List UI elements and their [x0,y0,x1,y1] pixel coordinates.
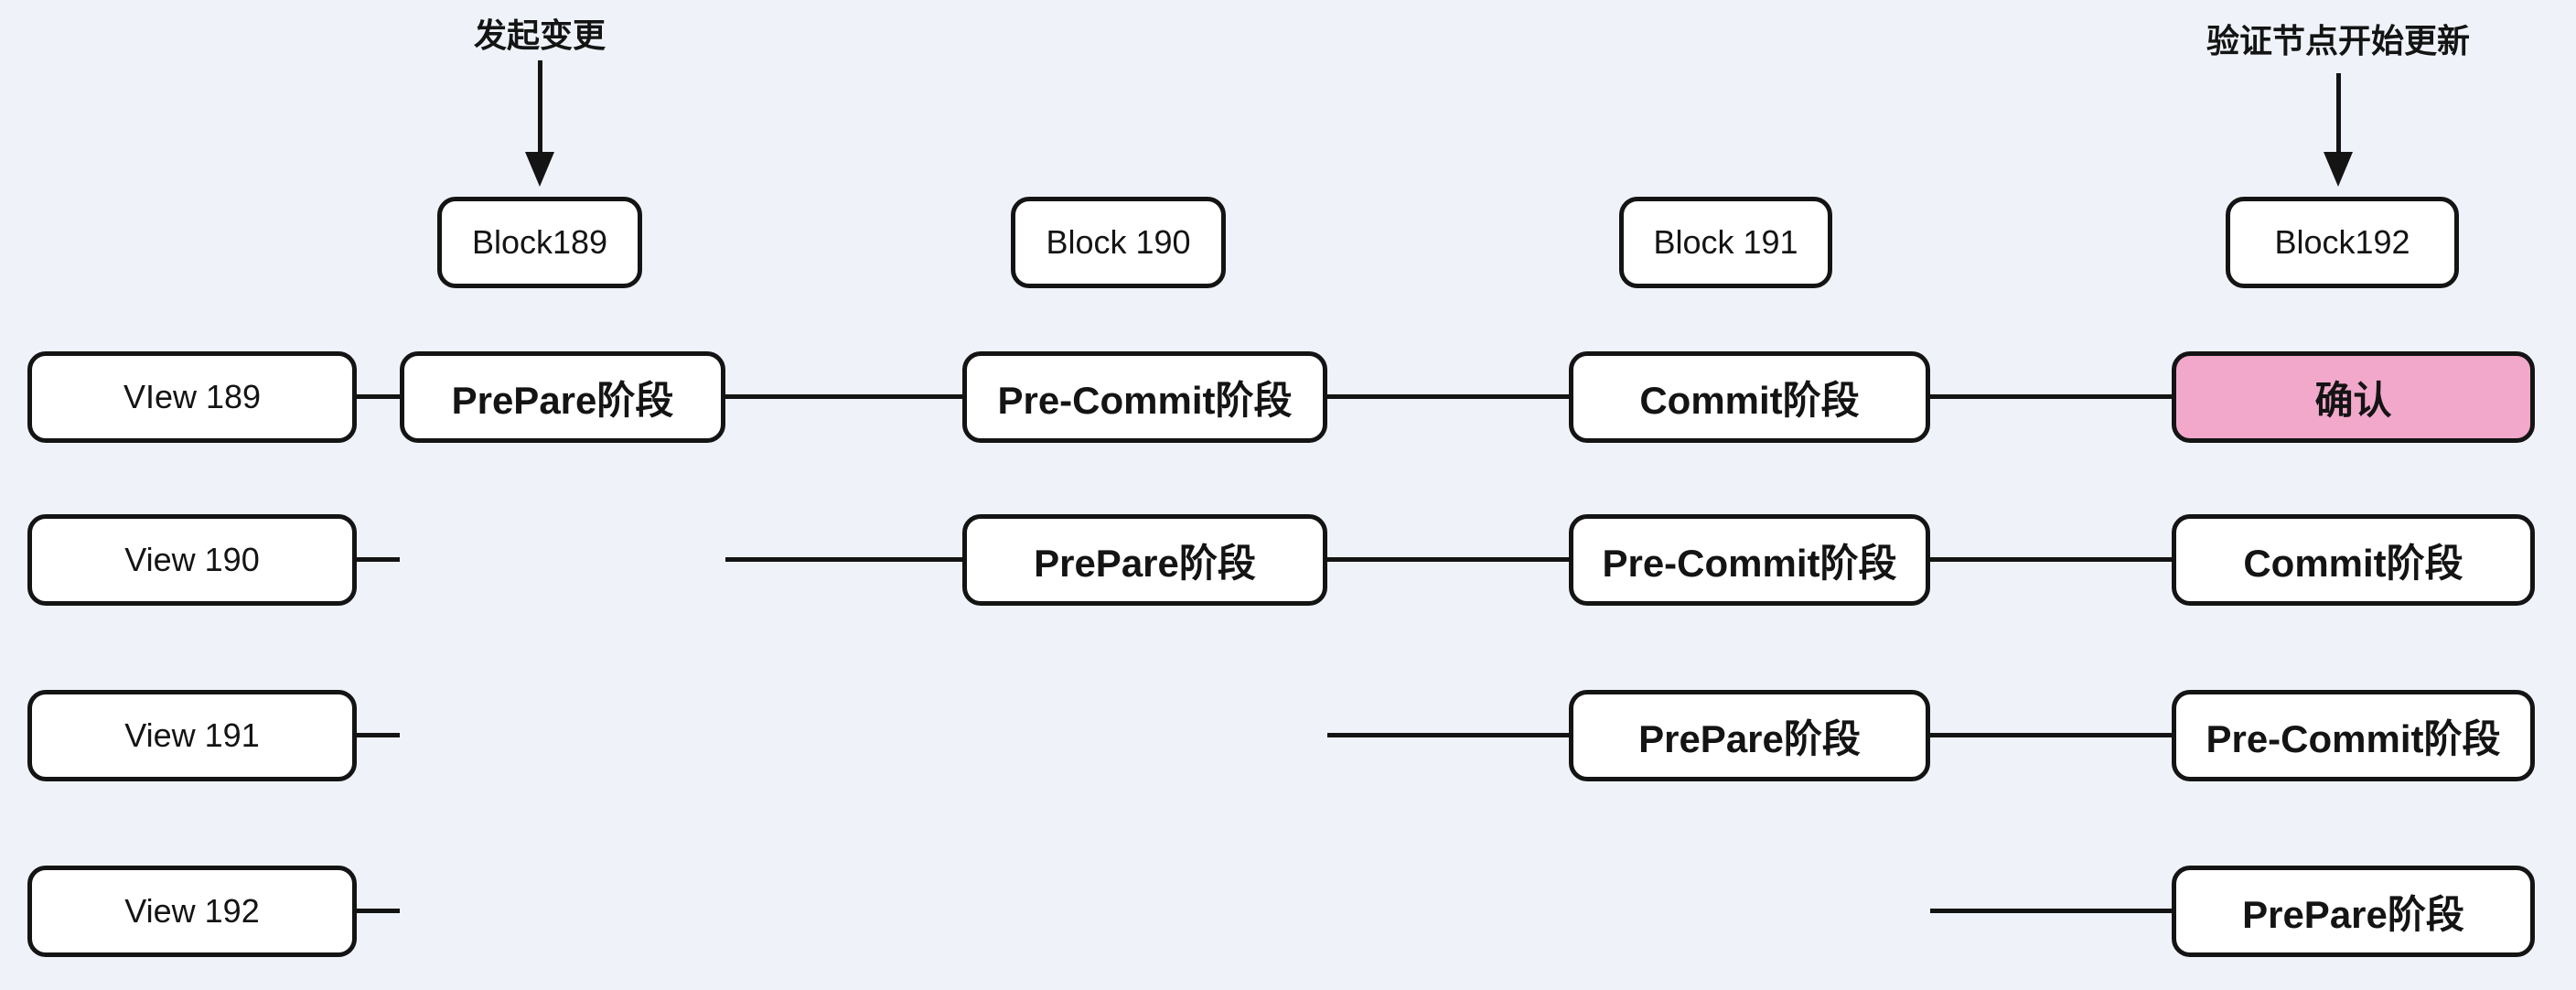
phase-node-pre-commit: Pre-Commit阶段 [1569,514,1930,606]
phase-node-prepare: PrePare阶段 [1569,690,1930,781]
phase-label: Pre-Commit阶段 [2206,716,2501,760]
block-label: Block192 [2274,223,2410,261]
connector-line [1930,557,2172,562]
phase-label: Commit阶段 [2243,541,2463,585]
phase-label: PrePare阶段 [451,378,674,422]
block-label: Block189 [471,223,608,261]
connector-line [1930,394,2172,399]
connector-line [1930,733,2172,737]
phase-node-commit: Commit阶段 [1569,351,1930,443]
phase-node-prepare: PrePare阶段 [400,351,725,443]
connector-line [1327,394,1569,399]
phase-label: PrePare阶段 [1034,541,1256,585]
phase-node-prepare: PrePare阶段 [962,514,1327,606]
down-arrow-shaft [2336,73,2341,154]
annotation-validator-update: 验证节点开始更新 [2206,22,2470,59]
phase-node-pre-commit: Pre-Commit阶段 [2172,690,2535,781]
phase-node-confirm: 确认 [2172,351,2535,443]
connector-line [725,557,962,562]
connector-line [725,394,962,399]
view-node-189: VIew 189 [27,351,357,443]
block-node-190: Block 190 [1011,197,1226,288]
view-node-190: View 190 [27,514,357,606]
block-node-192: Block192 [2226,197,2459,288]
view-label: View 191 [124,716,260,754]
phase-node-pre-commit: Pre-Commit阶段 [962,351,1327,443]
view-node-192: View 192 [27,866,357,957]
phase-label: Pre-Commit阶段 [997,378,1293,422]
phase-node-commit: Commit阶段 [2172,514,2535,606]
view-node-191: View 191 [27,690,357,781]
connector-stub [357,733,400,737]
phase-label: Commit阶段 [1639,378,1860,422]
view-label: View 192 [124,892,260,930]
down-arrow-shaft [538,60,542,154]
block-label: Block 191 [1653,223,1798,261]
block-label: Block 190 [1046,223,1191,261]
phase-label: Pre-Commit阶段 [1602,541,1897,585]
down-arrow-icon [525,152,554,187]
connector-line [1327,557,1569,562]
connector-stub [357,909,400,913]
connector-line [1327,733,1569,737]
down-arrow-icon [2324,152,2353,187]
annotation-initiate-change: 发起变更 [473,16,606,54]
phase-label: PrePare阶段 [1638,716,1861,760]
view-label: View 190 [124,541,260,578]
view-label: VIew 189 [123,378,262,415]
block-node-191: Block 191 [1619,197,1832,288]
connector-line [357,394,400,399]
phase-label: 确认 [2314,378,2392,422]
block-node-189: Block189 [437,197,642,288]
connector-line [1930,909,2172,913]
phase-label: PrePare阶段 [2242,892,2464,936]
connector-stub [357,557,400,562]
phase-node-prepare: PrePare阶段 [2172,866,2535,957]
